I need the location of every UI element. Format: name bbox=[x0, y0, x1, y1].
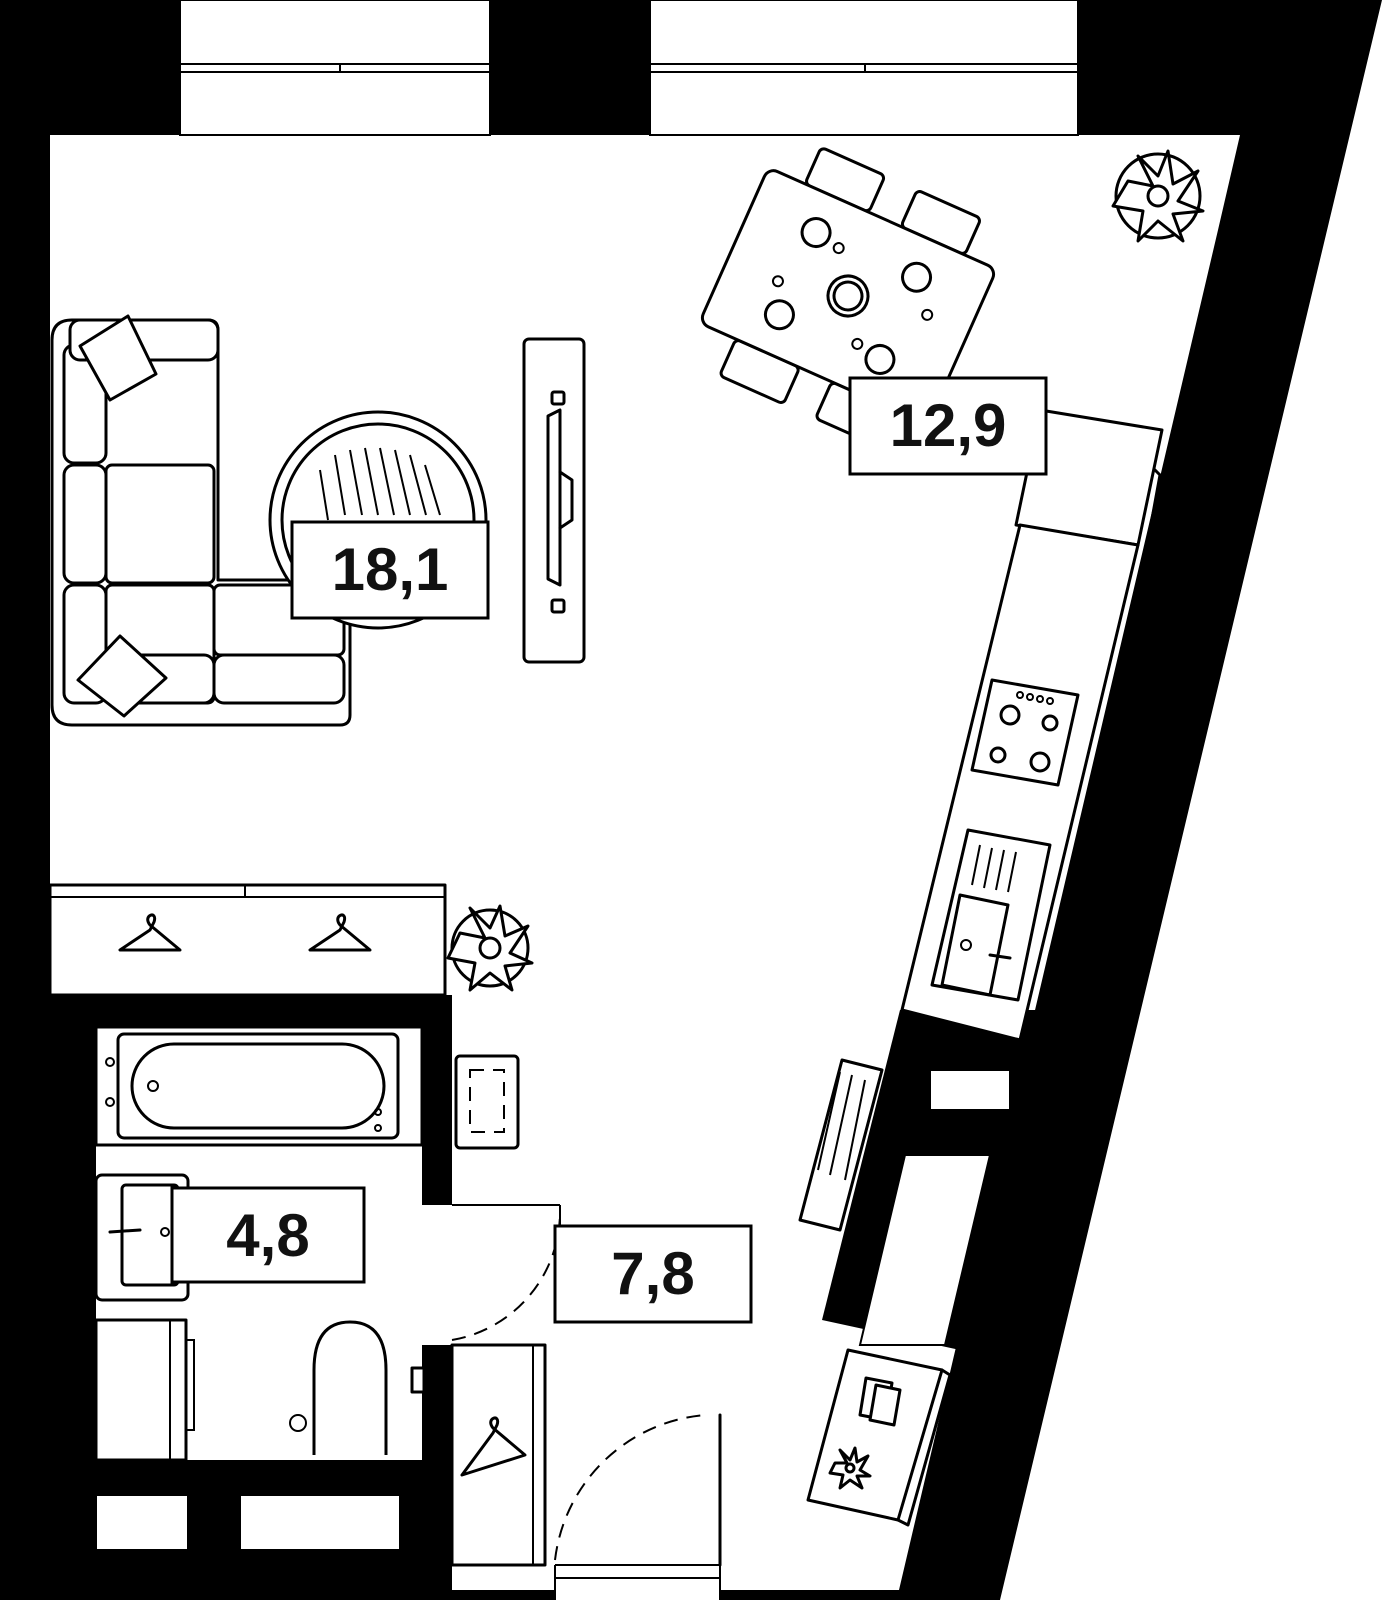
plant-icon bbox=[446, 904, 534, 992]
wardrobe-hallway bbox=[450, 1343, 547, 1567]
living-room-area: 18,1 bbox=[332, 536, 449, 603]
wardrobe-living bbox=[48, 883, 447, 997]
kitchen-sink bbox=[930, 828, 1052, 1002]
tv-stand bbox=[522, 337, 586, 664]
washbasin bbox=[94, 1173, 190, 1302]
hanger-icon bbox=[118, 913, 182, 952]
bathtub bbox=[94, 1025, 424, 1147]
hallway-area: 7,8 bbox=[611, 1240, 694, 1307]
hanger-icon bbox=[308, 913, 372, 952]
corner-sofa bbox=[50, 314, 352, 727]
top-window-right bbox=[649, 0, 1079, 136]
bathroom-door bbox=[451, 1204, 562, 1341]
entrance-door bbox=[554, 1413, 722, 1567]
toilet bbox=[289, 1320, 388, 1455]
stove bbox=[970, 678, 1080, 787]
towel-heater bbox=[454, 1054, 520, 1150]
bathroom-area-label: 4,8 bbox=[170, 1186, 366, 1284]
bathroom-area: 4,8 bbox=[226, 1202, 309, 1269]
entrance-door-frame bbox=[554, 1564, 721, 1600]
kitchen-area-label: 12,9 bbox=[848, 376, 1048, 476]
top-window-left bbox=[179, 0, 491, 136]
plant-icon bbox=[1111, 149, 1205, 243]
hallway-area-label: 7,8 bbox=[553, 1224, 753, 1324]
radiator bbox=[798, 1058, 884, 1232]
kitchen-area: 12,9 bbox=[890, 392, 1007, 459]
living-room-area-label: 18,1 bbox=[290, 520, 490, 620]
washing-machine bbox=[94, 1318, 195, 1462]
plant-icon bbox=[828, 1446, 872, 1490]
bottom-window-right bbox=[239, 1494, 401, 1551]
wall-switch bbox=[410, 1366, 426, 1394]
hanger-icon bbox=[460, 1416, 527, 1477]
bottom-window-left bbox=[95, 1494, 189, 1551]
kitchen-wall-block bbox=[822, 1010, 1040, 1350]
